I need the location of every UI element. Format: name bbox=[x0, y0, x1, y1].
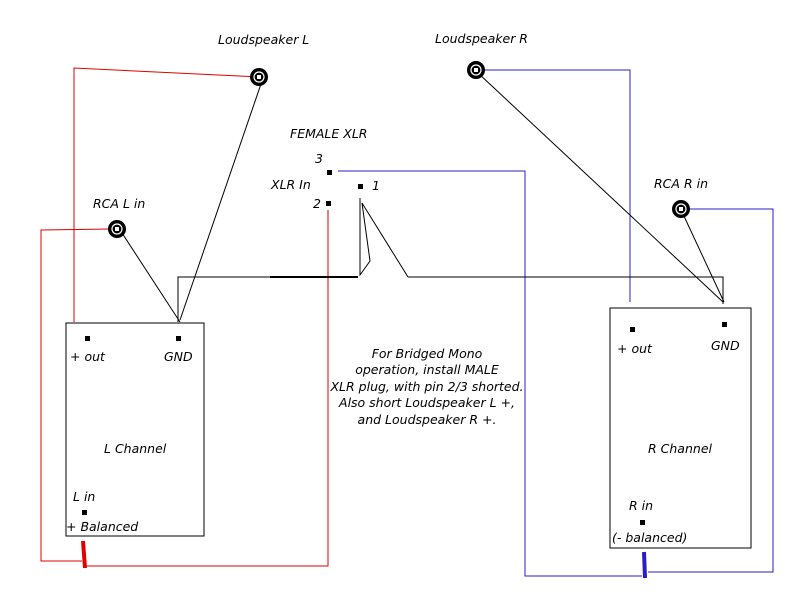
black-wiring bbox=[121, 72, 725, 323]
left-gnd-label: GND bbox=[164, 349, 193, 364]
loudspeaker-r-label: Loudspeaker R bbox=[435, 31, 528, 46]
xlr-connector: FEMALE XLR 3 XLR In 1 2 bbox=[270, 126, 380, 211]
xlr-pin3-number: 3 bbox=[315, 151, 323, 166]
loudspeaker-l-jack-ring bbox=[253, 71, 265, 83]
xlr-pin3 bbox=[327, 170, 332, 175]
left-channel-box bbox=[65, 322, 205, 537]
note-line-2: operation, install MALE bbox=[355, 362, 499, 377]
right-balanced-label: (- balanced) bbox=[612, 530, 687, 545]
left-channel-name: L Channel bbox=[104, 441, 167, 456]
blue-wire-rca-r-to-input bbox=[648, 208, 774, 573]
xlr-pin1-ground-wire bbox=[359, 198, 409, 278]
red-wire-xlr-to-l-input bbox=[86, 210, 329, 567]
rca-l-label: RCA L in bbox=[93, 196, 145, 211]
loudspeaker-r-jack-ring bbox=[470, 64, 482, 76]
rca-l-jack: RCA L in bbox=[93, 196, 145, 238]
ground-bus-right bbox=[408, 276, 724, 304]
right-channel-box bbox=[609, 307, 752, 549]
left-out-label: + out bbox=[70, 349, 106, 364]
speaker-l-ground-wire bbox=[179, 80, 263, 321]
note-line-3: XLR plug, with pin 2/3 shorted. bbox=[329, 379, 523, 394]
blue-wire-balanced-stub bbox=[642, 551, 647, 579]
note-line-4: Also short Loudspeaker L +, bbox=[338, 395, 515, 410]
left-out-terminal bbox=[85, 336, 90, 341]
right-channel-name: R Channel bbox=[648, 441, 713, 456]
rca-l-jack-ring bbox=[111, 223, 123, 235]
loudspeaker-r-jack: Loudspeaker R bbox=[435, 31, 528, 79]
rca-r-label: RCA R in bbox=[654, 176, 708, 191]
rca-l-ground-wire bbox=[121, 232, 181, 323]
note-line-5: and Loudspeaker R +. bbox=[358, 412, 497, 427]
speaker-r-ground-wire bbox=[477, 72, 724, 303]
xlr-pin2 bbox=[326, 201, 331, 206]
left-in-label: L in bbox=[73, 489, 95, 504]
ground-bus-left bbox=[177, 276, 358, 322]
red-wiring bbox=[40, 67, 329, 569]
right-in-terminal bbox=[640, 520, 645, 525]
right-in-label: R in bbox=[629, 498, 653, 513]
rca-r-jack-ring bbox=[675, 203, 687, 215]
loudspeaker-l-jack: Loudspeaker L bbox=[218, 32, 309, 86]
blue-wire-xlr-to-r-input bbox=[338, 170, 642, 577]
right-out-label: + out bbox=[617, 341, 653, 356]
left-channel-block: + out GND L Channel L in + Balanced bbox=[65, 322, 205, 537]
xlr-pin1 bbox=[358, 184, 363, 189]
left-balanced-label: + Balanced bbox=[66, 519, 138, 534]
rca-r-jack: RCA R in bbox=[654, 176, 708, 218]
rca-r-jack-pin bbox=[679, 207, 683, 211]
xlr-pin1-number: 1 bbox=[372, 178, 380, 193]
red-wire-speaker-l-to-out bbox=[73, 67, 260, 322]
note-line-1: For Bridged Mono bbox=[372, 346, 483, 361]
xlr-in-label: XLR In bbox=[270, 177, 311, 192]
left-in-terminal bbox=[82, 510, 87, 515]
right-gnd-label: GND bbox=[711, 338, 740, 353]
blue-wire-speaker-r-to-out bbox=[482, 69, 631, 302]
loudspeaker-r-jack-pin bbox=[474, 68, 478, 72]
loudspeaker-l-jack-pin bbox=[257, 75, 261, 79]
left-gnd-terminal bbox=[176, 336, 181, 341]
red-wire-rca-l-to-input bbox=[40, 228, 112, 562]
blue-wiring bbox=[338, 69, 774, 579]
red-wire-balanced-stub bbox=[81, 540, 87, 569]
xlr-title: FEMALE XLR bbox=[290, 126, 367, 141]
rca-l-jack-pin bbox=[115, 227, 119, 231]
right-out-terminal bbox=[630, 327, 635, 332]
loudspeaker-l-label: Loudspeaker L bbox=[218, 32, 309, 47]
right-gnd-terminal bbox=[722, 322, 727, 327]
bridged-mono-note: For Bridged Mono operation, install MALE… bbox=[329, 346, 523, 427]
xlr-pin2-number: 2 bbox=[313, 196, 321, 211]
rca-r-ground-wire bbox=[682, 213, 725, 303]
right-channel-block: + out GND R Channel R in (- balanced) bbox=[609, 307, 752, 549]
